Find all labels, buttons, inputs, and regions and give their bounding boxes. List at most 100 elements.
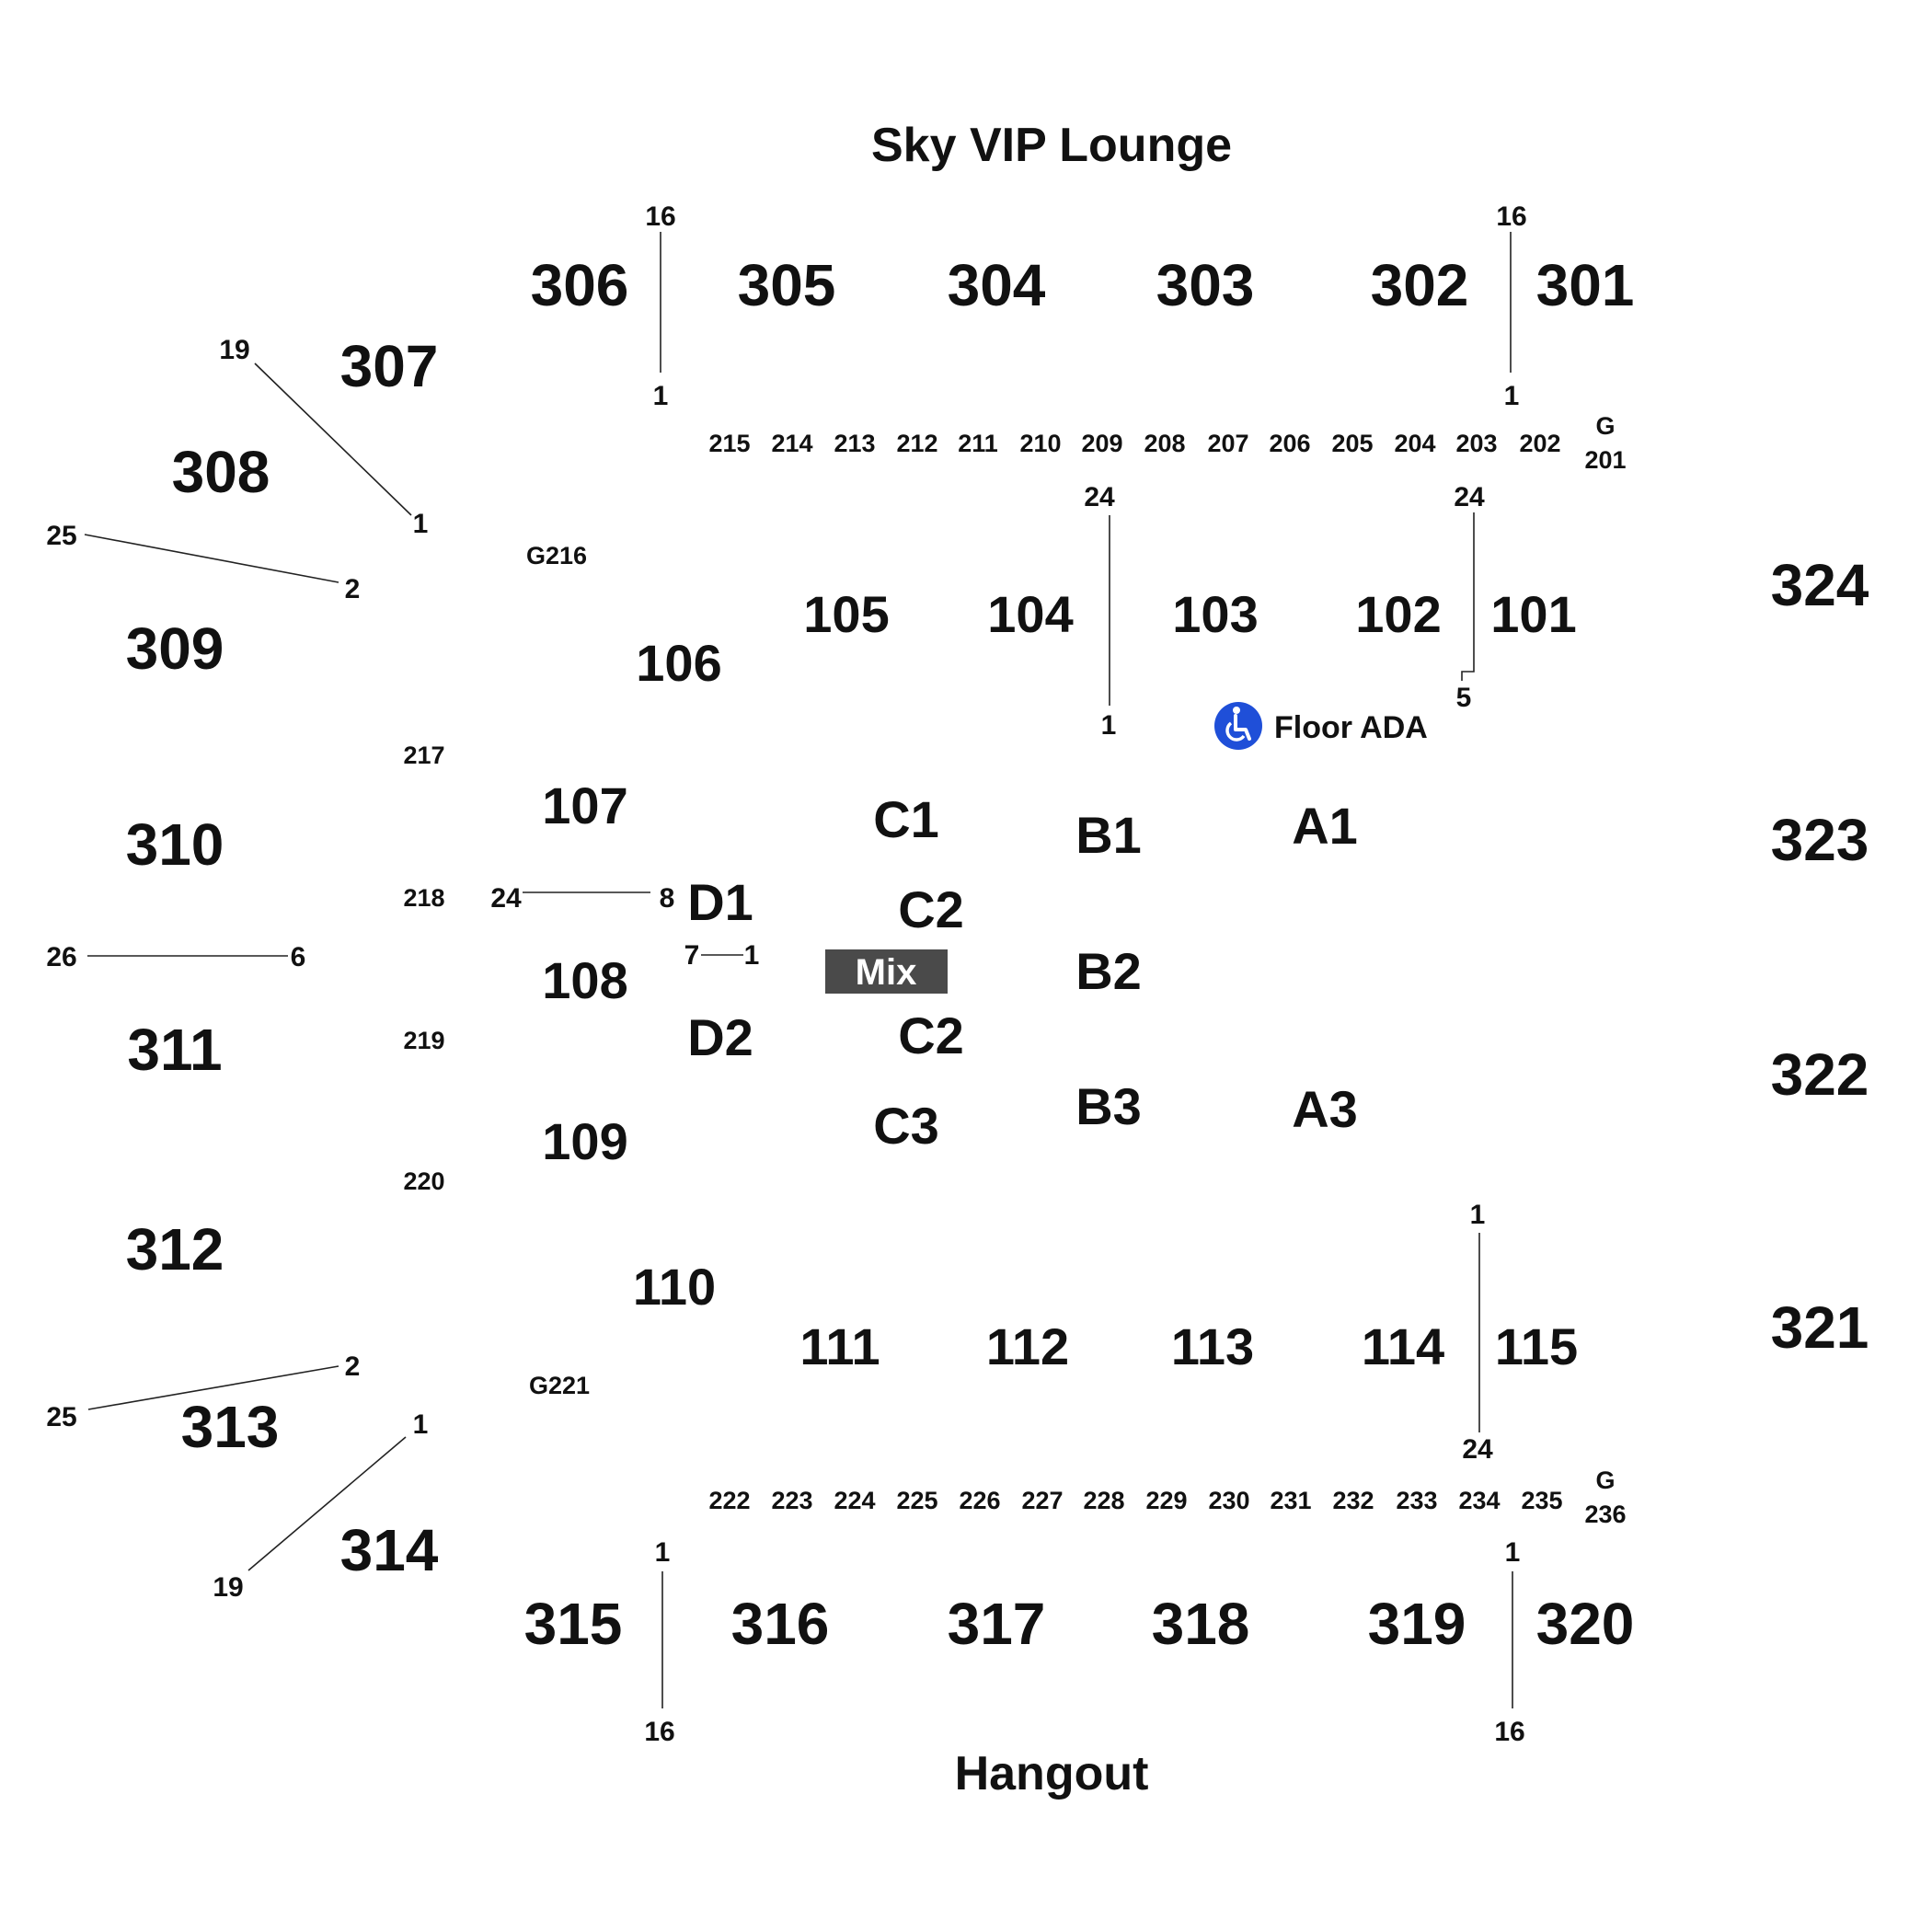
section-114[interactable]: 114 [1362,1317,1444,1375]
section-206[interactable]: 206 [1269,430,1310,457]
floor-section-c2-upper[interactable]: C2 [898,880,964,938]
row-line-308 [84,534,339,583]
row-number: 2 [345,1351,361,1382]
section-321[interactable]: 321 [1771,1294,1869,1361]
section-g221[interactable]: G221 [529,1372,590,1399]
section-226[interactable]: 226 [959,1487,1000,1514]
floor-section-a1[interactable]: A1 [1292,797,1358,855]
section-205[interactable]: 205 [1331,430,1373,457]
section-218[interactable]: 218 [403,884,444,912]
row-line-307 [254,362,412,516]
floor-section-c2-lower[interactable]: C2 [898,1006,964,1064]
section-319[interactable]: 319 [1368,1591,1466,1657]
section-323[interactable]: 323 [1771,807,1869,873]
section-227[interactable]: 227 [1021,1487,1063,1514]
section-302[interactable]: 302 [1371,252,1469,318]
row-number: 25 [46,521,76,551]
section-208[interactable]: 208 [1144,430,1185,457]
section-308[interactable]: 308 [172,439,270,505]
section-303[interactable]: 303 [1156,252,1255,318]
section-106[interactable]: 106 [636,634,721,692]
section-209[interactable]: 209 [1081,430,1122,457]
floor-section-b3[interactable]: B3 [1075,1077,1142,1135]
section-g201-letter[interactable]: G [1595,412,1615,440]
section-109[interactable]: 109 [542,1112,627,1170]
section-g216[interactable]: G216 [526,542,587,569]
section-306[interactable]: 306 [531,252,629,318]
section-214[interactable]: 214 [771,430,812,457]
section-233[interactable]: 233 [1396,1487,1437,1514]
section-320[interactable]: 320 [1536,1591,1635,1657]
section-g236-letter[interactable]: G [1595,1466,1615,1494]
section-307[interactable]: 307 [340,333,439,399]
section-231[interactable]: 231 [1270,1487,1311,1514]
section-317[interactable]: 317 [948,1591,1046,1657]
section-314[interactable]: 314 [340,1517,439,1583]
row-number: 24 [1462,1434,1493,1465]
section-228[interactable]: 228 [1083,1487,1124,1514]
section-311[interactable]: 311 [127,1017,222,1083]
section-111[interactable]: 111 [799,1317,880,1375]
section-222[interactable]: 222 [708,1487,750,1514]
section-113[interactable]: 113 [1171,1317,1254,1375]
floor-section-b2[interactable]: B2 [1075,942,1142,1000]
section-229[interactable]: 229 [1145,1487,1187,1514]
section-304[interactable]: 304 [948,252,1046,318]
section-105[interactable]: 105 [803,585,889,643]
floor-section-d1[interactable]: D1 [687,873,753,931]
section-301[interactable]: 301 [1536,252,1635,318]
row-number: 16 [1494,1717,1524,1747]
section-g236-number[interactable]: 236 [1584,1501,1626,1528]
section-315[interactable]: 315 [524,1591,623,1657]
section-108[interactable]: 108 [542,951,627,1009]
section-313[interactable]: 313 [181,1394,280,1460]
section-212[interactable]: 212 [896,430,937,457]
section-110[interactable]: 110 [633,1258,716,1316]
section-316[interactable]: 316 [731,1591,830,1657]
section-g201-number[interactable]: 201 [1584,446,1626,474]
floor-ada[interactable]: Floor ADA [1214,702,1428,750]
section-312[interactable]: 312 [126,1216,224,1282]
section-217[interactable]: 217 [403,742,444,769]
floor-section-d2[interactable]: D2 [687,1008,753,1066]
section-235[interactable]: 235 [1521,1487,1562,1514]
section-115[interactable]: 115 [1495,1317,1578,1375]
row-number: 26 [46,942,76,972]
row-number: 1 [1470,1200,1486,1230]
section-219[interactable]: 219 [403,1027,444,1054]
floor-section-a3[interactable]: A3 [1292,1080,1358,1138]
section-215[interactable]: 215 [708,430,750,457]
section-305[interactable]: 305 [738,252,836,318]
section-310[interactable]: 310 [126,811,224,878]
section-230[interactable]: 230 [1208,1487,1249,1514]
section-322[interactable]: 322 [1771,1041,1869,1108]
row-number: 24 [1084,482,1115,512]
section-234[interactable]: 234 [1458,1487,1500,1514]
section-207[interactable]: 207 [1207,430,1248,457]
floor-section-b1[interactable]: B1 [1075,806,1142,864]
section-223[interactable]: 223 [771,1487,812,1514]
section-101[interactable]: 101 [1490,585,1576,643]
section-202[interactable]: 202 [1519,430,1560,457]
section-112[interactable]: 112 [986,1317,1069,1375]
section-213[interactable]: 213 [834,430,875,457]
row-number: 19 [213,1572,243,1603]
section-204[interactable]: 204 [1394,430,1435,457]
section-107[interactable]: 107 [542,776,627,834]
floor-section-c3[interactable]: C3 [873,1097,939,1155]
section-225[interactable]: 225 [896,1487,937,1514]
section-318[interactable]: 318 [1152,1591,1250,1657]
section-102[interactable]: 102 [1355,585,1441,643]
section-232[interactable]: 232 [1332,1487,1374,1514]
section-220[interactable]: 220 [403,1167,444,1195]
section-224[interactable]: 224 [834,1487,875,1514]
section-203[interactable]: 203 [1455,430,1497,457]
floor-section-c1[interactable]: C1 [873,790,939,848]
section-103[interactable]: 103 [1172,585,1258,643]
section-210[interactable]: 210 [1019,430,1061,457]
section-104[interactable]: 104 [987,585,1073,643]
section-324[interactable]: 324 [1771,552,1869,618]
section-211[interactable]: 211 [958,430,998,457]
section-309[interactable]: 309 [126,615,224,682]
row-number: 1 [413,509,429,539]
